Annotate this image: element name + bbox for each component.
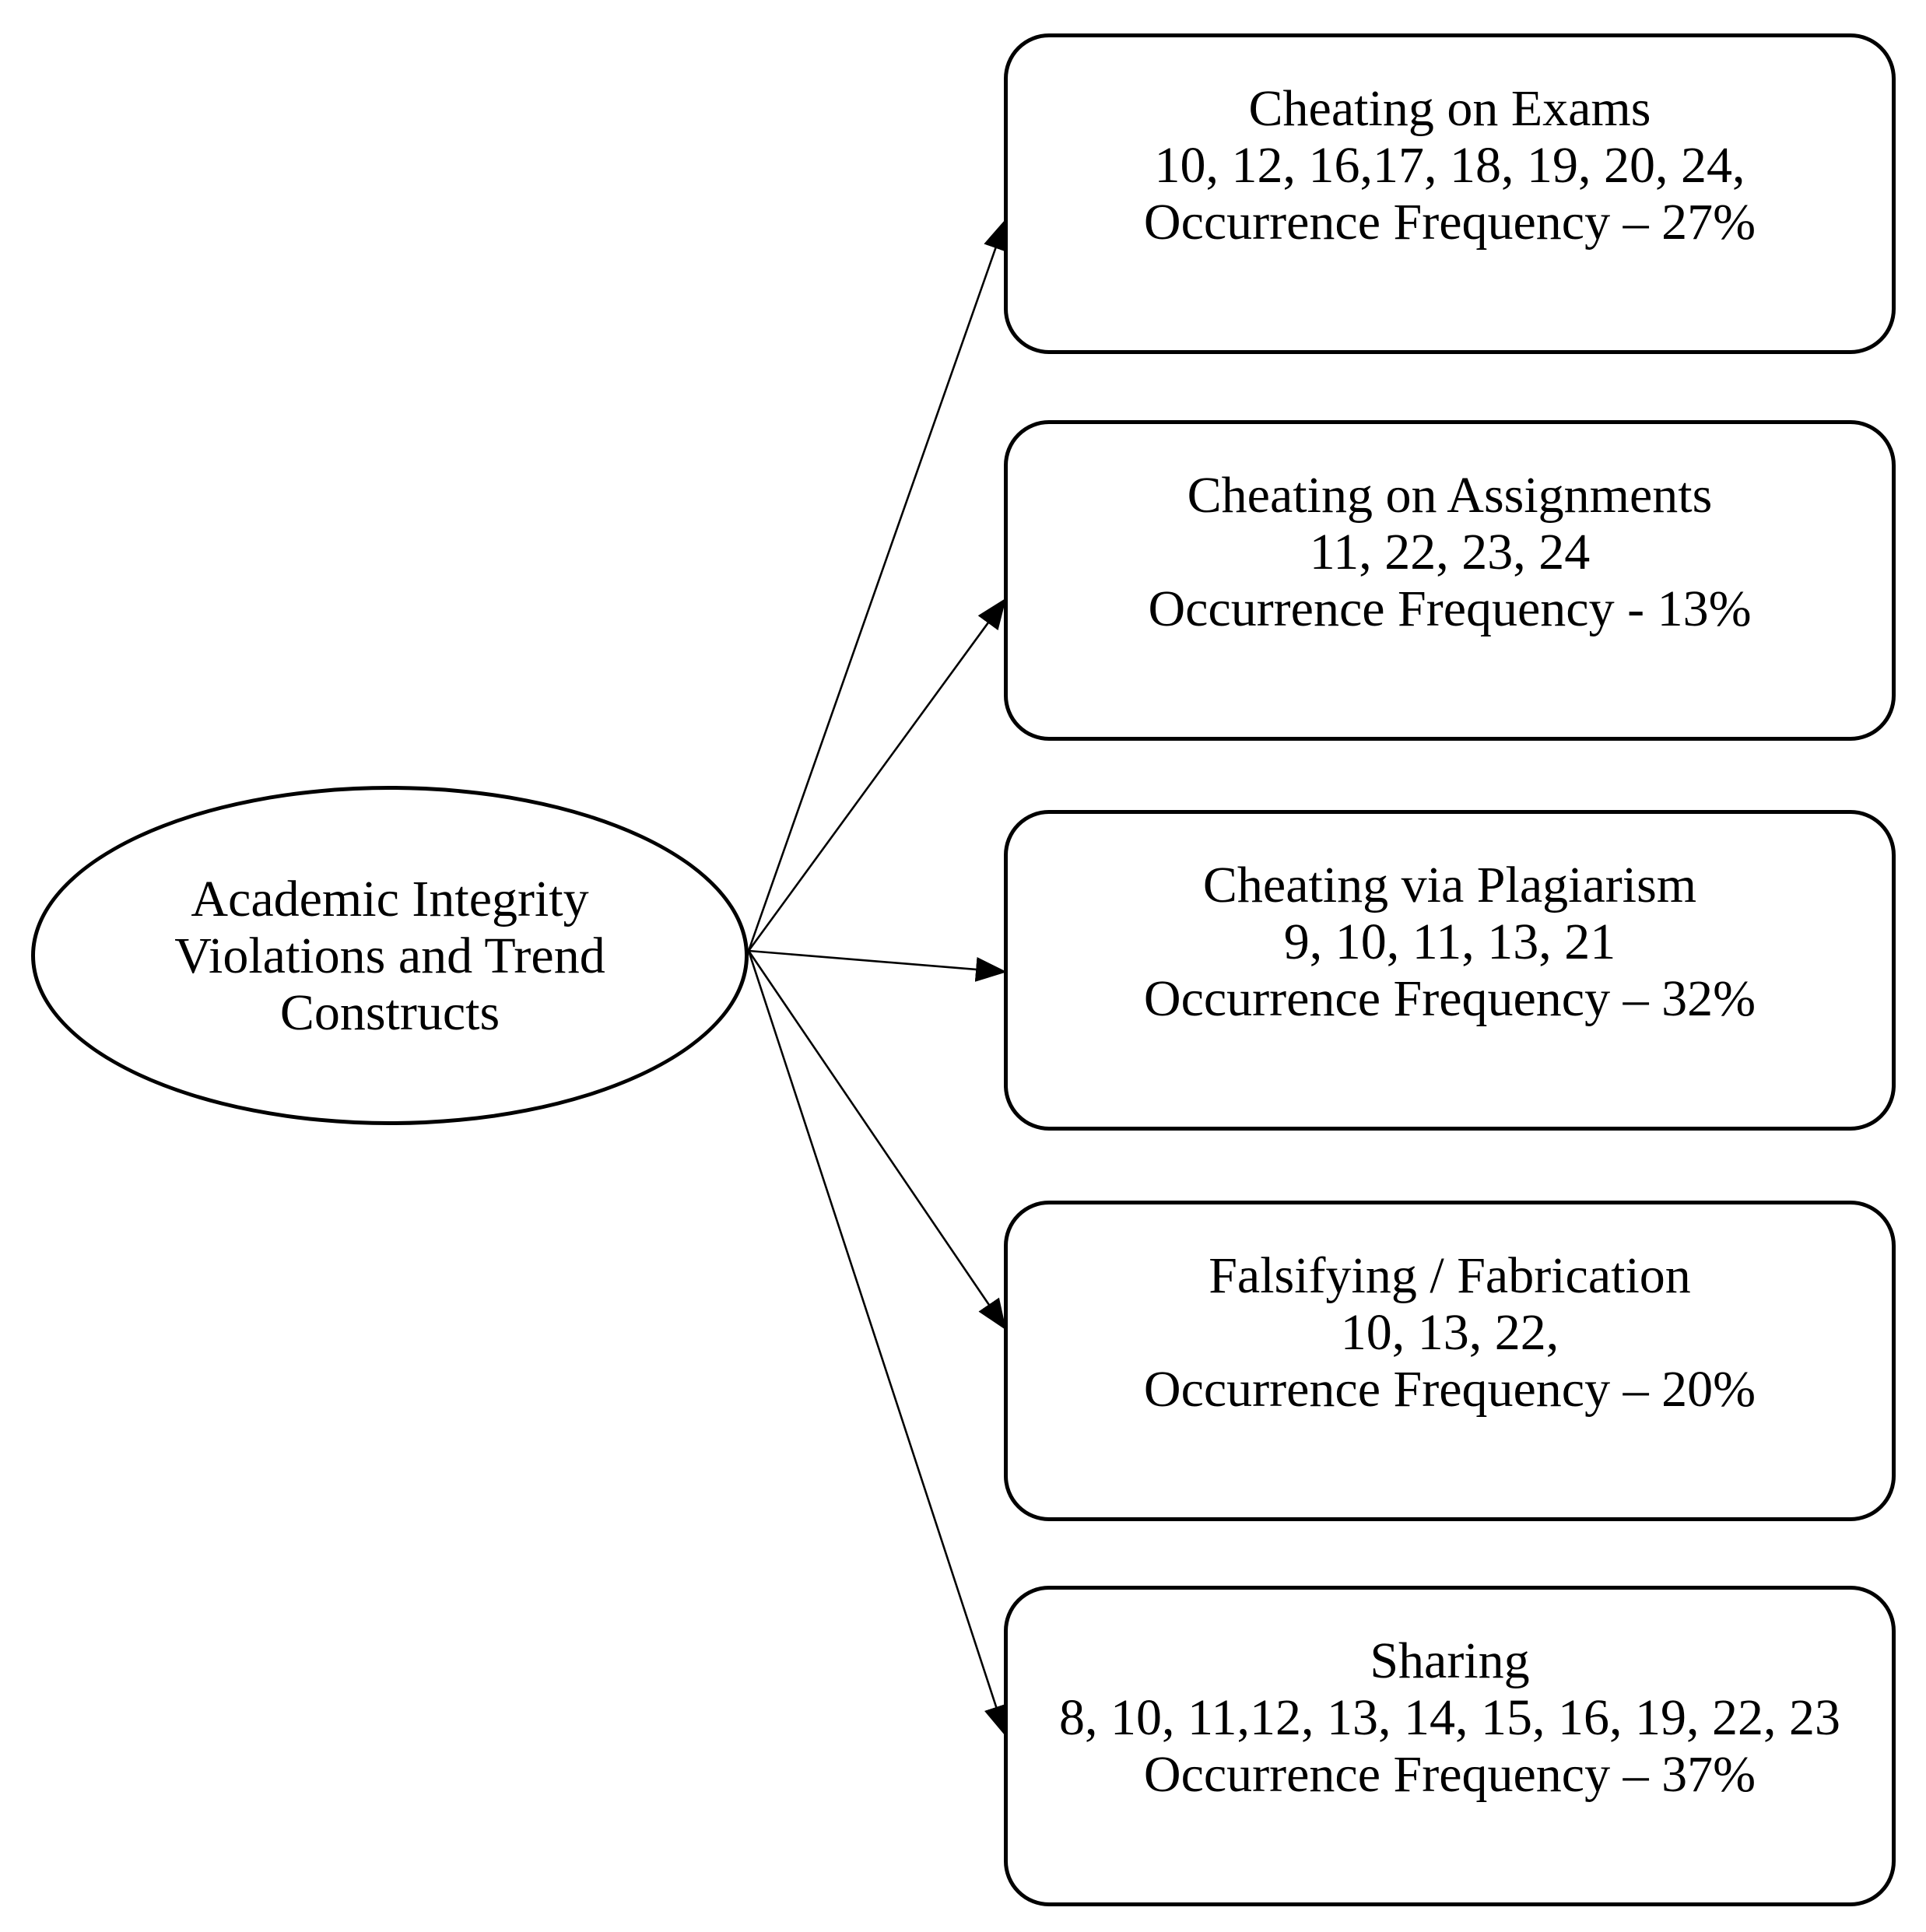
source-ellipse-line: Constructs	[279, 984, 500, 1041]
category-frequency: Occurrence Frequency – 37%	[1143, 1746, 1756, 1803]
category-title: Cheating on Assignments	[1187, 467, 1713, 524]
category-box-cheating-on-exams: Cheating on Exams 10, 12, 16,17, 18, 19,…	[1004, 33, 1896, 354]
category-sources: 9, 10, 11, 13, 21	[1283, 913, 1616, 970]
category-frequency: Occurrence Frequency – 20%	[1143, 1361, 1756, 1418]
category-sources: 10, 12, 16,17, 18, 19, 20, 24,	[1154, 137, 1745, 194]
source-ellipse-line: Violations and Trend	[174, 927, 605, 984]
category-frequency: Occurrence Frequency - 13%	[1148, 580, 1752, 637]
category-sources: 8, 10, 11,12, 13, 14, 15, 16, 19, 22, 23	[1058, 1689, 1841, 1746]
category-box-sharing: Sharing 8, 10, 11,12, 13, 14, 15, 16, 19…	[1004, 1586, 1896, 1906]
category-box-falsifying-fabrication: Falsifying / Fabrication 10, 13, 22, Occ…	[1004, 1201, 1896, 1521]
category-box-cheating-via-plagiarism: Cheating via Plagiarism 9, 10, 11, 13, 2…	[1004, 810, 1896, 1131]
connector-arrow-exams	[747, 219, 1008, 952]
connector-arrow-falsifying	[747, 950, 1007, 1331]
source-ellipse: Academic Integrity Violations and Trend …	[31, 786, 749, 1125]
source-ellipse-line: Academic Integrity	[191, 870, 589, 927]
category-title: Falsifying / Fabrication	[1209, 1247, 1691, 1304]
category-box-cheating-on-assignments: Cheating on Assignments 11, 22, 23, 24 O…	[1004, 420, 1896, 741]
category-title: Cheating on Exams	[1248, 80, 1651, 137]
category-sources: 10, 13, 22,	[1340, 1304, 1559, 1361]
category-frequency: Occurrence Frequency – 27%	[1143, 194, 1756, 251]
category-sources: 11, 22, 23, 24	[1309, 524, 1591, 580]
category-title: Sharing	[1370, 1632, 1530, 1689]
category-frequency: Occurrence Frequency – 32%	[1143, 970, 1756, 1027]
connector-arrow-plagiarism	[748, 949, 1007, 982]
connector-arrow-assignments	[747, 598, 1007, 952]
connector-arrow-sharing	[747, 950, 1009, 1737]
category-title: Cheating via Plagiarism	[1202, 857, 1697, 913]
